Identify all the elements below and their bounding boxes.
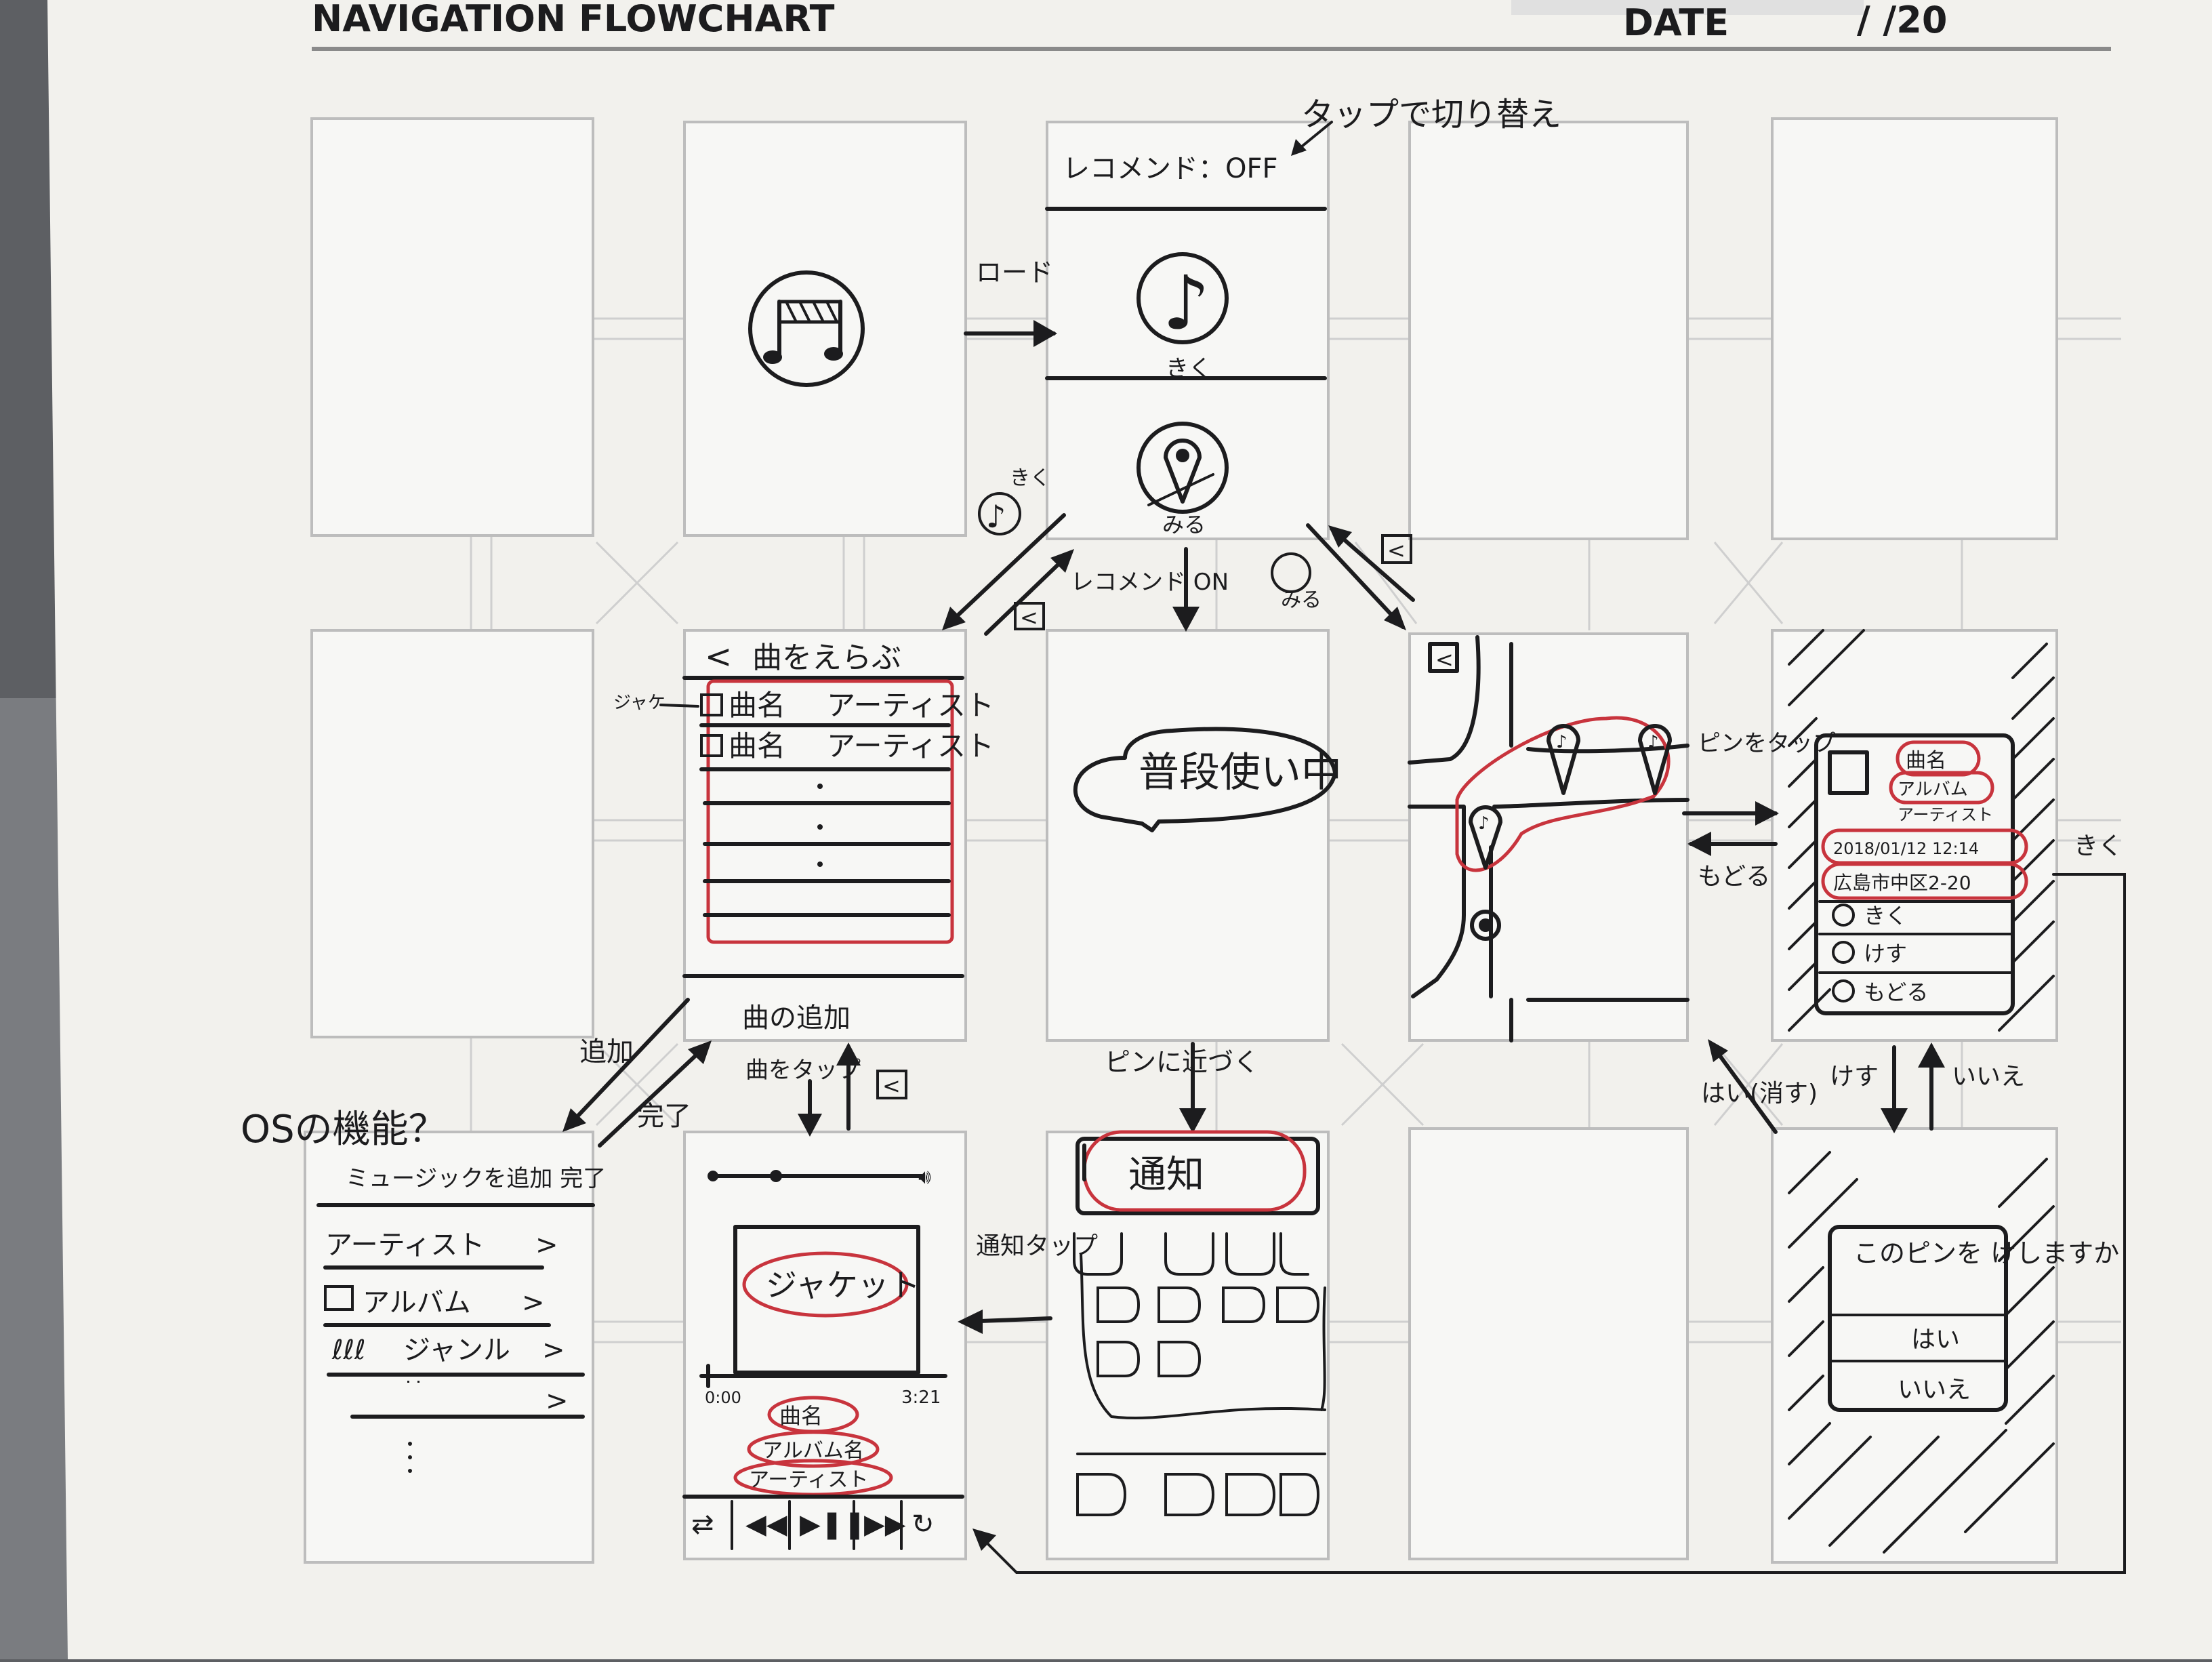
- chevron-right-icon: >: [542, 1335, 565, 1366]
- svg-text:♪: ♪: [1556, 732, 1568, 752]
- empty-cell-r2c1: [312, 630, 593, 1037]
- empty-cell-r3c4: [1410, 1129, 1687, 1559]
- detail-song: 曲名: [1906, 749, 1946, 773]
- picker-item-label: ジャンル: [403, 1335, 510, 1366]
- back-icon: <: [1020, 605, 1038, 630]
- detail-address: 広島市中区2-20: [1833, 872, 1971, 894]
- idle-bubble: 普段使い中: [1139, 749, 1342, 796]
- cell-idle: [1047, 630, 1328, 1040]
- play-pause-icon[interactable]: ▶❚❚: [800, 1509, 866, 1540]
- time-start: 0:00: [705, 1388, 741, 1407]
- repeat-icon[interactable]: ↻: [912, 1509, 935, 1540]
- back-button-label: もどる: [1864, 979, 1928, 1005]
- song-row[interactable]: 曲名 アーティスト: [701, 729, 994, 763]
- picker-header: ミュージックを追加 完了: [346, 1165, 606, 1192]
- player-artist: アーティスト: [749, 1468, 868, 1492]
- confirm-yes-button[interactable]: はい: [1911, 1326, 1960, 1354]
- picker-item-label: アルバム: [363, 1287, 471, 1318]
- time-end: 3:21: [901, 1387, 941, 1408]
- svg-text:<: <: [882, 1073, 901, 1099]
- recommend-toggle[interactable]: レコメンド：OFF: [1063, 153, 1278, 184]
- svg-text:♪: ♪: [1478, 813, 1490, 834]
- detail-timestamp: 2018/01/12 12:14: [1833, 839, 1979, 858]
- sheet-title: NAVIGATION FLOWCHART: [312, 0, 835, 40]
- map-back-icon: <: [1387, 538, 1406, 563]
- notification-banner[interactable]: 通知: [1128, 1153, 1204, 1197]
- shuffle-icon[interactable]: ⇄: [691, 1509, 714, 1540]
- empty-cell-r1c5: [1772, 119, 2057, 539]
- approach-pin-label: ピンに近づく: [1105, 1047, 1259, 1077]
- detail-album: アルバム: [1898, 779, 1968, 800]
- tap-toggle-note: タップで切り替え: [1301, 96, 1561, 134]
- confirm-question: このピンを けしますか: [1853, 1238, 2119, 1268]
- song-row[interactable]: 曲名 アーティスト: [701, 689, 994, 722]
- jacket-annotation: ジャケ: [613, 693, 665, 713]
- cell-launch: [684, 122, 966, 535]
- date-label: DATE: [1623, 1, 1729, 44]
- svg-text:<: <: [705, 638, 732, 676]
- back-label: もどる: [1698, 863, 1770, 891]
- song-artist: アーティスト: [827, 729, 994, 763]
- done-label: 完了: [637, 1101, 691, 1132]
- os-feature-note: OSの機能？: [241, 1108, 447, 1152]
- date-value: / /20: [1857, 0, 1947, 41]
- song-artist: アーティスト: [827, 689, 994, 722]
- load-label: ロード: [976, 258, 1053, 287]
- song-title: 曲名: [729, 689, 785, 722]
- svg-text:<: <: [1435, 647, 1454, 672]
- chevron-right-icon: >: [522, 1287, 545, 1318]
- chevron-right-icon: >: [546, 1385, 569, 1417]
- jacket-label: ジャケット: [766, 1267, 920, 1303]
- volume-high-icon: 🔊︎: [918, 1165, 931, 1189]
- delete-label: けす: [1830, 1063, 1879, 1091]
- rewind-icon[interactable]: ◀◀: [745, 1509, 787, 1540]
- chevron-right-icon: >: [535, 1230, 558, 1261]
- svg-text:ℓℓℓ: ℓℓℓ: [331, 1335, 366, 1366]
- notify-tap-label: 通知タップ: [976, 1232, 1098, 1260]
- svg-text:♪: ♪: [1647, 732, 1659, 752]
- detail-artist: アーティスト: [1898, 805, 1993, 824]
- picker-item-label: アーティスト: [325, 1230, 485, 1261]
- svg-text:˙˙: ˙˙: [403, 1378, 424, 1402]
- see-annotation: みる: [1281, 588, 1322, 612]
- listen-right-label: きく: [2074, 832, 2123, 860]
- recommend-on-label: レコメンド ON: [1071, 569, 1229, 596]
- listen-button-label: きく: [1864, 903, 1907, 929]
- listen-annotation: きく: [1010, 466, 1050, 490]
- yes-delete-label: はい(消す): [1701, 1080, 1818, 1108]
- select-song-title: 曲をえらぶ: [752, 641, 901, 675]
- svg-text:♪: ♪: [986, 498, 1006, 535]
- empty-cell-r1c4: [1410, 122, 1687, 539]
- svg-text:♪: ♪: [1162, 260, 1210, 346]
- delete-button-label: けす: [1864, 941, 1907, 967]
- song-add-label: 曲の追加: [742, 1002, 851, 1034]
- confirm-no-button[interactable]: いいえ: [1898, 1376, 1971, 1404]
- no-label: いいえ: [1952, 1063, 2025, 1091]
- empty-cell-r1c1: [312, 119, 593, 535]
- see-label: みる: [1162, 512, 1206, 538]
- player-song: 曲名: [779, 1403, 823, 1429]
- fast-forward-icon[interactable]: ▶▶: [864, 1509, 906, 1540]
- cell-map: [1410, 634, 1687, 1040]
- song-title: 曲名: [729, 729, 785, 763]
